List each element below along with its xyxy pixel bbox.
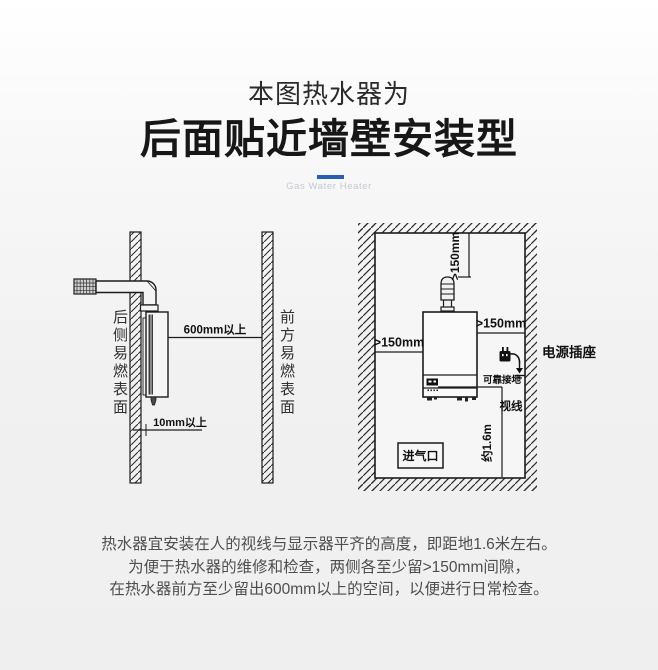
ground-icon: [514, 364, 525, 379]
footer-line-1: 热水器宜安装在人的视线与显示器平齐的高度，即距地1.6米左右。: [101, 536, 557, 553]
water-heater-side: [142, 311, 169, 406]
air-inlet-box: [397, 442, 444, 469]
drain-nozzle-icon: [150, 396, 157, 406]
rear-surface-label: 后侧易燃表面: [111, 309, 128, 417]
accent-dash: [317, 175, 344, 179]
subtitle: 本图热水器为: [247, 79, 410, 109]
alcove-diagram: >150mm >150mm >150mm 可靠接地 视线 约1.6m 进气口: [358, 223, 596, 491]
display-panel: [426, 378, 438, 386]
page-title: 后面贴近墙壁安装型: [140, 116, 518, 162]
sight-line-label: 视线: [500, 399, 523, 413]
top-clearance-label: >150mm: [448, 232, 462, 280]
right-clearance-label: >150mm: [476, 317, 526, 331]
footer-line-2: 为便于热水器的维修和检查，两侧各至少留>150mm间隙，: [128, 558, 530, 576]
rear-clearance-label: 10mm以上: [153, 415, 207, 429]
power-plug-icon: [499, 347, 521, 365]
power-socket-label: 电源插座: [542, 344, 596, 360]
grounding-label: 可靠接地: [483, 374, 522, 386]
flue-terminal-icon: [73, 278, 97, 295]
left-clearance-label: >150mm: [374, 336, 424, 350]
exhaust-pipe: [95, 280, 159, 312]
footer-line-3: 在热水器前方至少留出600mm以上的空间，以便进行日常检查。: [109, 581, 549, 598]
front-wall: [261, 231, 274, 484]
height-label: 约1.6m: [480, 424, 494, 462]
air-inlet-label: 进气口: [402, 448, 438, 463]
tagline: Gas Water Heater: [286, 181, 372, 192]
footer-notes: 热水器宜安装在人的视线与显示器平齐的高度，即距地1.6米左右。 为便于热水器的维…: [0, 534, 658, 602]
rear-wall: [129, 231, 142, 484]
front-clearance-label: 600mm以上: [184, 323, 247, 337]
alcove-walls: [358, 223, 537, 491]
water-heater-front: [422, 276, 478, 402]
front-surface-label: 前方易燃表面: [278, 309, 295, 417]
side-view-diagram: 600mm以上 10mm以上: [73, 231, 274, 484]
